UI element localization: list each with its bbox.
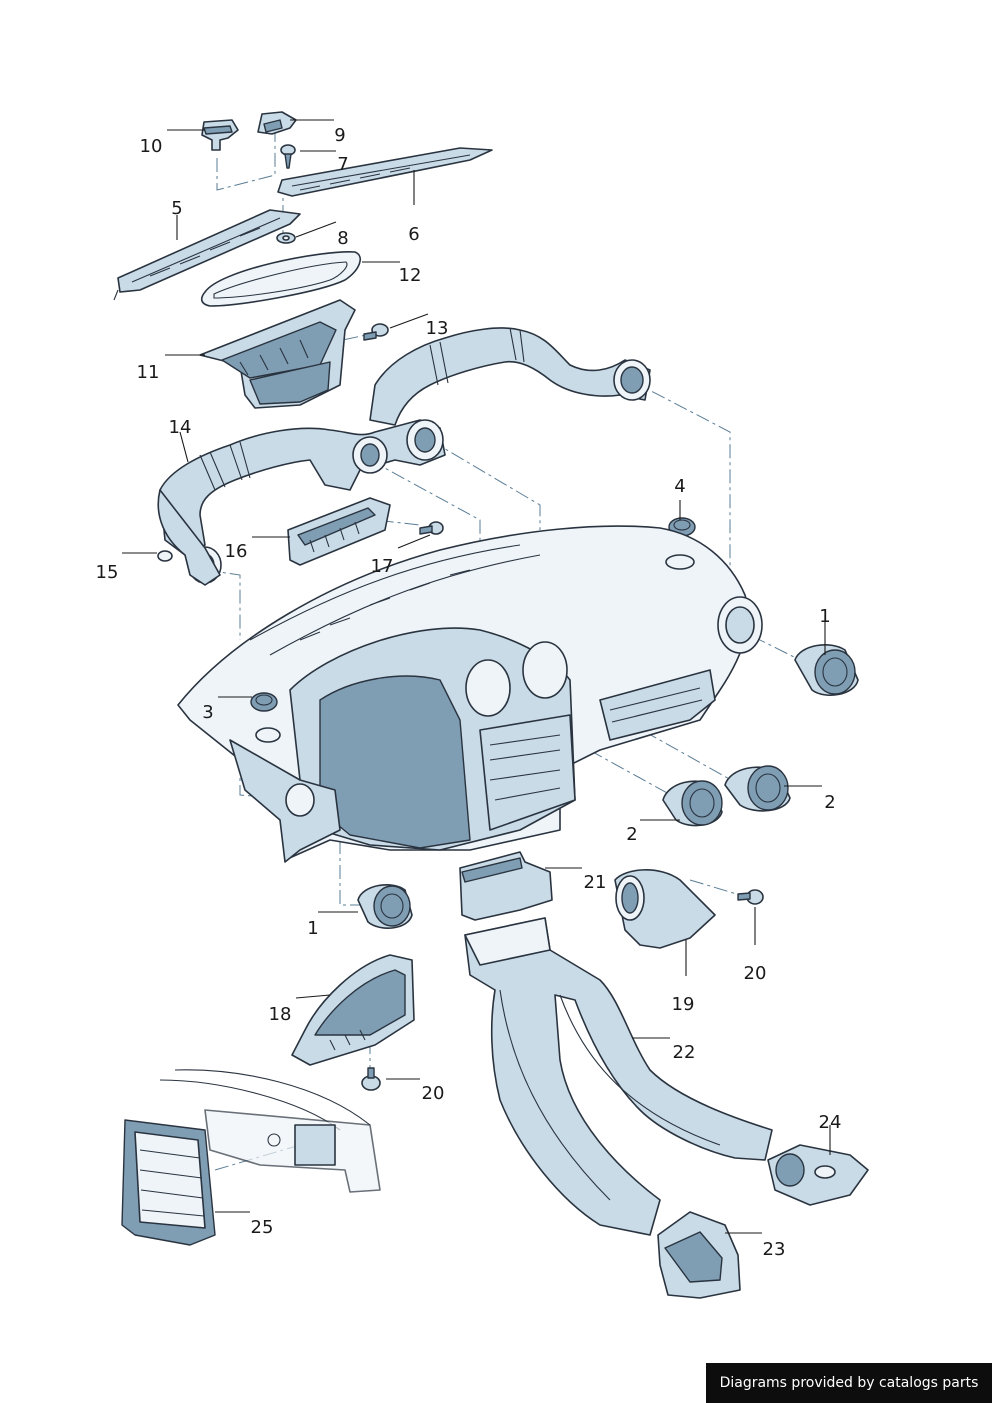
clip-part-10 [201, 119, 239, 151]
round-vent-part-2-right [724, 765, 791, 812]
callout-13: 13 [426, 318, 449, 339]
callout-22: 22 [673, 1042, 696, 1063]
callout-4: 4 [674, 476, 685, 497]
callout-5: 5 [171, 198, 182, 219]
callout-16: 16 [225, 541, 248, 562]
nut-part-15 [157, 550, 173, 562]
round-vent-part-1-right [794, 644, 859, 696]
callout-18: 18 [269, 1004, 292, 1025]
screw-part-20-lower [361, 1067, 381, 1091]
air-duct-right-upper [369, 327, 651, 426]
floor-duct-part-22 [464, 917, 773, 1236]
callout-20-lower: 20 [422, 1083, 445, 1104]
nozzle-part-24 [767, 1144, 869, 1206]
vent-part-18 [291, 954, 415, 1066]
screw-part-7 [280, 144, 296, 169]
dashboard-panel [177, 525, 763, 863]
defroster-vent-part-6 [277, 147, 493, 197]
air-duct-part-14 [157, 419, 446, 586]
callout-6: 6 [408, 224, 419, 245]
callout-3: 3 [202, 702, 213, 723]
callout-8: 8 [337, 228, 348, 249]
seal-ring-part-12 [200, 251, 361, 307]
leader-lines [122, 119, 831, 1234]
duct-part-19 [614, 869, 716, 949]
round-vent-part-2-left [662, 780, 723, 827]
round-vent-part-1-lower [357, 884, 413, 929]
duct-part-21 [459, 851, 553, 921]
callout-19: 19 [672, 994, 695, 1015]
screw-part-17 [419, 521, 444, 535]
callout-labels: 1 1 2 2 3 4 5 6 7 8 9 10 11 12 13 14 15 … [96, 125, 842, 1260]
callout-15: 15 [96, 562, 119, 583]
callout-17: 17 [371, 556, 394, 577]
clip-part-9 [257, 111, 297, 135]
screw-part-13 [363, 323, 389, 341]
callout-9: 9 [334, 125, 345, 146]
callout-23: 23 [763, 1239, 786, 1260]
side-vent-strip-part-5 [113, 209, 301, 301]
callout-2-right: 2 [824, 792, 835, 813]
callout-1-lower: 1 [307, 918, 318, 939]
grille-part-25 [121, 1119, 216, 1246]
callout-1-right: 1 [819, 606, 830, 627]
callout-25: 25 [251, 1217, 274, 1238]
cap-part-3 [250, 692, 278, 712]
washer-part-8 [276, 232, 296, 244]
callout-11: 11 [137, 362, 160, 383]
screw-part-20-upper [737, 889, 764, 905]
callout-12: 12 [399, 265, 422, 286]
callout-14: 14 [169, 417, 192, 438]
vent-housing-part-11 [199, 299, 356, 409]
callout-7: 7 [337, 154, 348, 175]
credit-banner: Diagrams provided by catalogs parts [706, 1363, 992, 1403]
callout-21: 21 [584, 872, 607, 893]
callout-24: 24 [819, 1112, 842, 1133]
body-panel-context [159, 1069, 381, 1193]
callout-20-upper: 20 [744, 963, 767, 984]
callout-10: 10 [140, 136, 163, 157]
callout-2-left: 2 [626, 824, 637, 845]
vent-part-16 [287, 497, 391, 566]
nozzle-part-23 [657, 1211, 741, 1299]
